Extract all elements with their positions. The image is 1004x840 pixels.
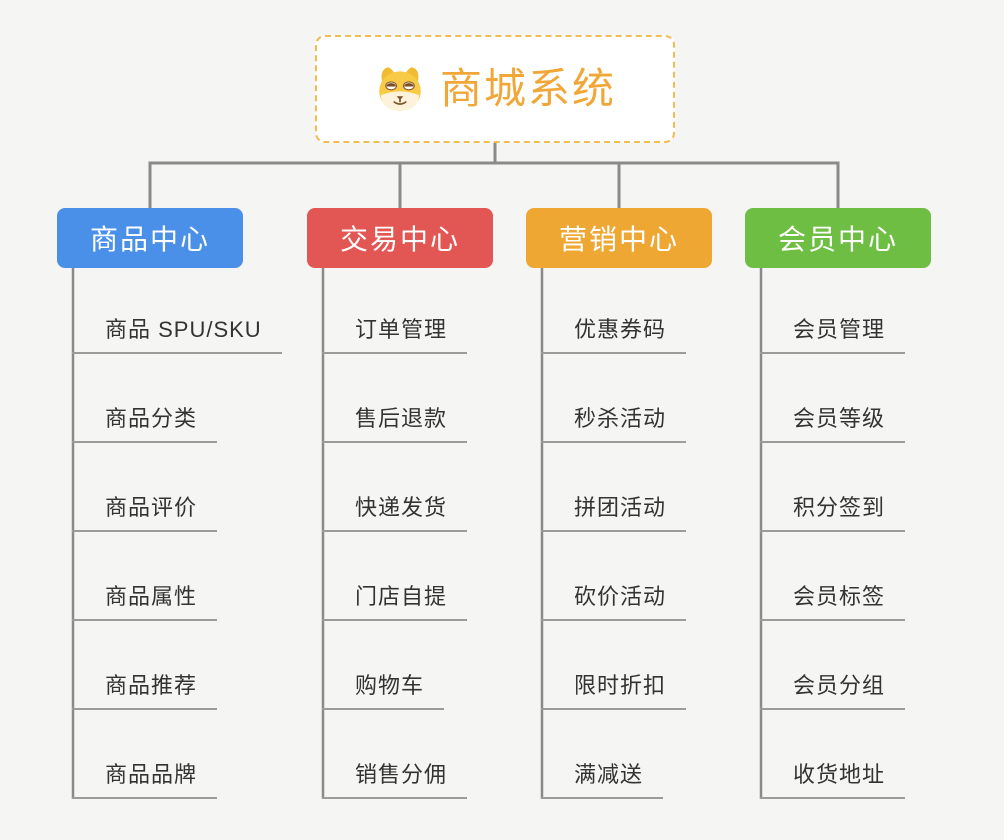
branch-node-product-center[interactable]: 商品中心 — [57, 208, 243, 268]
leaf-node[interactable]: 购物车 — [322, 673, 445, 710]
leaf-node[interactable]: 商品评价 — [72, 495, 218, 532]
leaf-node[interactable]: 商品属性 — [72, 584, 218, 621]
leaf-node[interactable]: 砍价活动 — [541, 584, 687, 621]
leaf-node[interactable]: 拼团活动 — [541, 495, 687, 532]
leaf-node[interactable]: 商品分类 — [72, 406, 218, 443]
leaf-node[interactable]: 商品推荐 — [72, 673, 218, 710]
leaf-node[interactable]: 秒杀活动 — [541, 406, 687, 443]
root-branch-connectors — [148, 143, 840, 208]
root-label: 商城系统 — [439, 65, 616, 112]
leaf-node[interactable]: 售后退款 — [322, 406, 468, 443]
root-node[interactable]: 商城系统 — [315, 35, 675, 143]
dog-face-icon — [374, 65, 426, 113]
leaf-node[interactable]: 会员等级 — [760, 406, 906, 443]
branch-node-member-center[interactable]: 会员中心 — [745, 208, 931, 268]
leaf-node[interactable]: 会员分组 — [760, 673, 906, 710]
leaf-node[interactable]: 满减送 — [541, 762, 664, 799]
leaf-node[interactable]: 限时折扣 — [541, 673, 687, 710]
leaf-node[interactable]: 收货地址 — [760, 762, 906, 799]
branch-node-trade-center[interactable]: 交易中心 — [307, 208, 493, 268]
leaf-node[interactable]: 门店自提 — [322, 584, 468, 621]
leaf-node[interactable]: 会员管理 — [760, 317, 906, 354]
leaf-node[interactable]: 优惠券码 — [541, 317, 687, 354]
leaf-node[interactable]: 商品品牌 — [72, 762, 218, 799]
leaf-node[interactable]: 销售分佣 — [322, 762, 468, 799]
branch-node-marketing-center[interactable]: 营销中心 — [526, 208, 712, 268]
leaf-node[interactable]: 会员标签 — [760, 584, 906, 621]
leaf-node[interactable]: 积分签到 — [760, 495, 906, 532]
leaf-node[interactable]: 快递发货 — [322, 495, 468, 532]
leaf-node[interactable]: 订单管理 — [322, 317, 468, 354]
leaf-node[interactable]: 商品 SPU/SKU — [72, 317, 282, 354]
branch-trunk-lines — [71, 268, 763, 799]
